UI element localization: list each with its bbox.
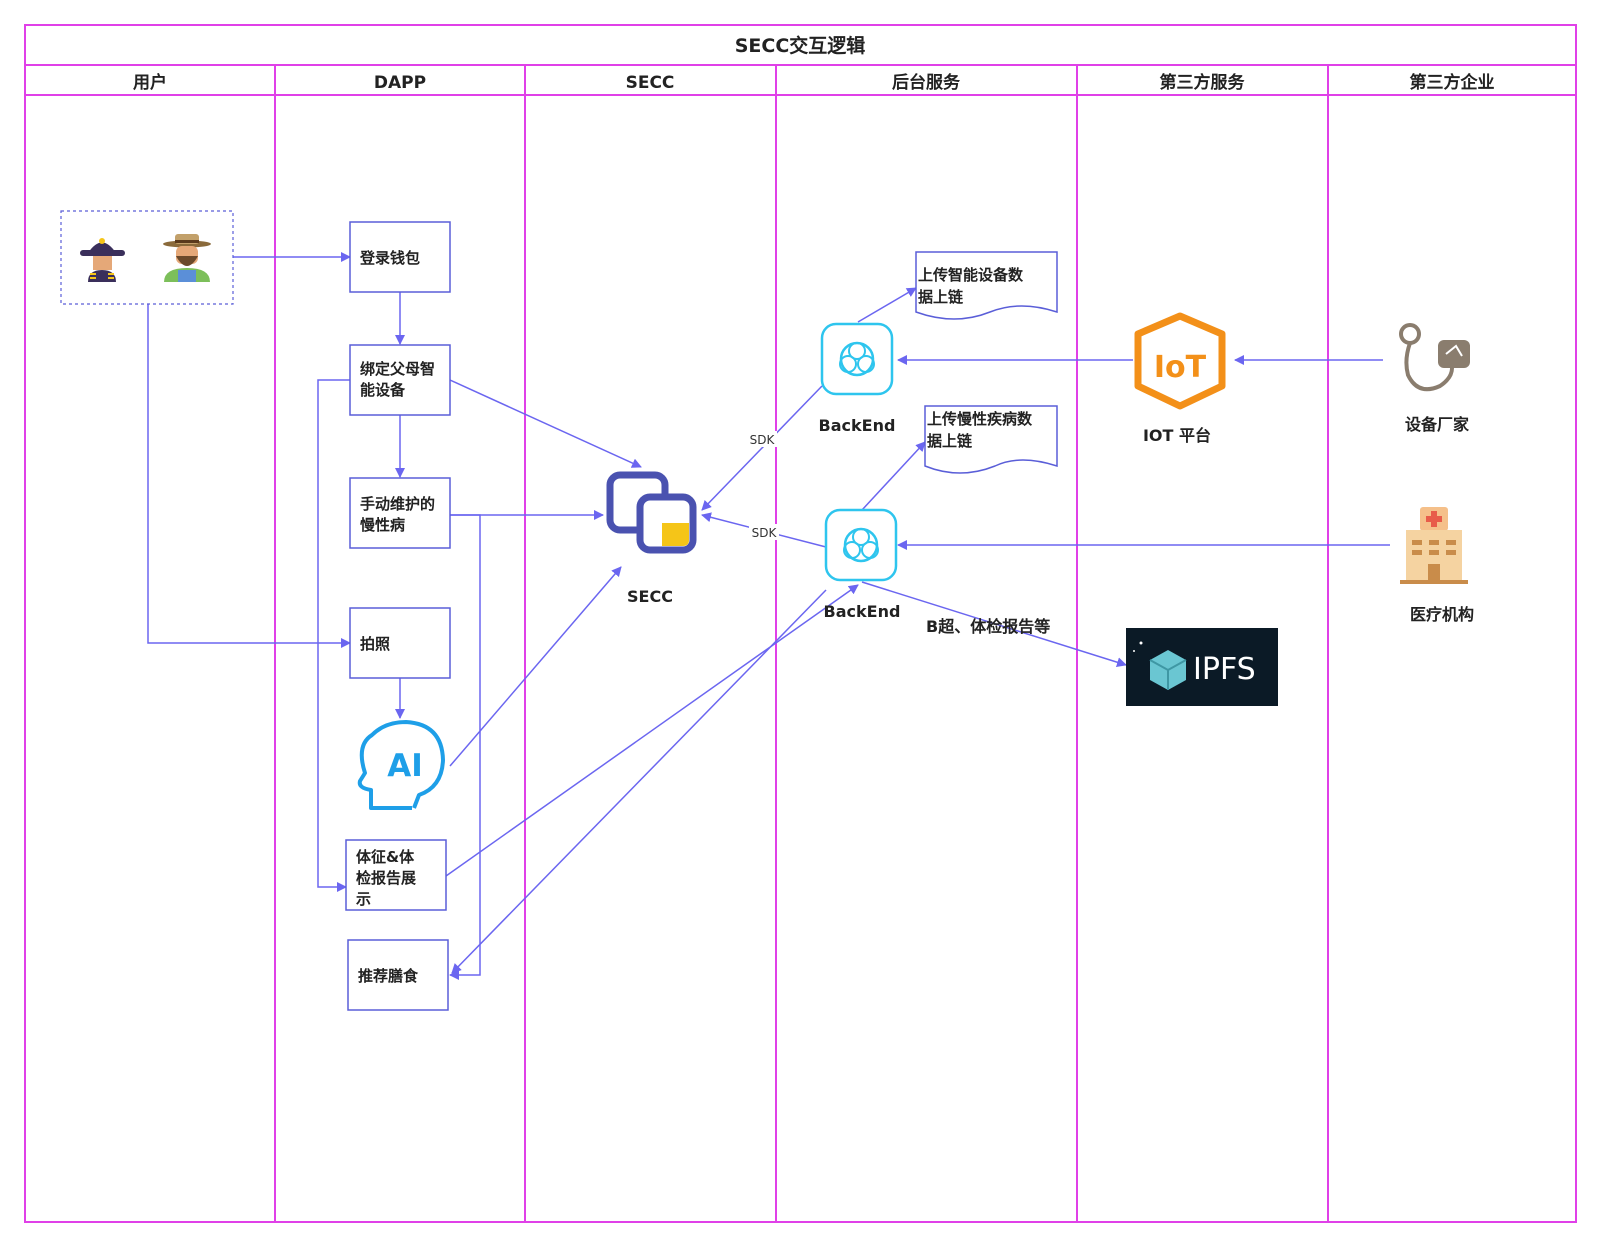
edge-manual-to-diet [449, 514, 481, 980]
svg-text:上传慢性疾病数: 上传慢性疾病数 [927, 410, 1033, 428]
lane-header-user: 用户 [133, 72, 167, 93]
edge-users-to-photo [147, 304, 351, 648]
node-bind-devices[interactable]: 绑定父母智 能设备 [349, 344, 451, 416]
svg-text:慢性病: 慢性病 [360, 516, 405, 534]
svg-text:据上链: 据上链 [918, 288, 964, 306]
edge-backend1-to-upload1 [857, 287, 917, 323]
doc-upload-device-data[interactable]: 上传智能设备数 据上链 [915, 251, 1058, 320]
node-manual-chronic[interactable]: 手动维护的 慢性病 [349, 477, 451, 549]
svg-text:示: 示 [356, 890, 371, 908]
iot-logo-icon[interactable]: IoT [1134, 312, 1226, 410]
svg-text:检报告展: 检报告展 [356, 869, 416, 887]
svg-text:推荐膳食: 推荐膳食 [358, 967, 419, 985]
svg-text:绑定父母智: 绑定父母智 [360, 360, 435, 378]
cloud-backend-icon[interactable] [820, 322, 894, 396]
device-maker-label: 设备厂家 [1405, 415, 1470, 434]
edge-backend2-to-ipfs [861, 581, 1127, 668]
node-recommended-diet[interactable]: 推荐膳食 [347, 939, 449, 1011]
lane-header-third-party-service: 第三方服务 [1160, 72, 1246, 93]
edge-backend2-to-diet [451, 589, 827, 974]
edge-bind-to-report [317, 379, 350, 892]
ai-head-icon[interactable]: AI [357, 720, 445, 810]
svg-text:IoT: IoT [1154, 350, 1207, 385]
backend-label: BackEnd [824, 602, 901, 621]
connectors [147, 252, 1390, 980]
sdk-label-bg [747, 431, 777, 447]
iot-platform-label: IOT 平台 [1143, 426, 1211, 445]
svg-text:AI: AI [387, 748, 423, 784]
svg-text:上传智能设备数: 上传智能设备数 [918, 266, 1024, 284]
cloud-backend-icon[interactable] [824, 508, 898, 582]
swimlane-frame [24, 24, 1577, 1223]
node-vitals-report[interactable]: 体征&体 检报告展 示 [345, 839, 447, 911]
node-photo[interactable]: 拍照 [349, 607, 451, 679]
lane-header-secc: SECC [626, 73, 675, 93]
edge-report-to-backend2 [445, 584, 859, 877]
svg-text:登录钱包: 登录钱包 [359, 249, 420, 267]
secc-label: SECC [627, 587, 673, 606]
edge-bind-to-secc [449, 379, 642, 468]
user-group[interactable] [60, 210, 234, 305]
ipfs-logo-icon[interactable]: IPFS [1126, 628, 1278, 706]
farmer-avatar-icon [163, 234, 211, 282]
lane-header-dapp: DAPP [374, 73, 426, 93]
svg-text:拍照: 拍照 [360, 635, 390, 653]
lane-header-backend-service: 后台服务 [892, 72, 961, 93]
edge-ai-to-secc [449, 566, 622, 767]
hospital-label: 医疗机构 [1410, 605, 1474, 624]
node-login-wallet[interactable]: 登录钱包 [349, 221, 451, 293]
diagram-title: SECC交互逻辑 [735, 34, 866, 57]
ipfs-edge-label: B超、体检报告等 [926, 617, 1050, 636]
sdk-label: SDK [750, 433, 776, 447]
hospital-icon[interactable] [1400, 507, 1468, 584]
sdk-label-bg [749, 524, 779, 540]
doc-upload-chronic-data[interactable]: 上传慢性疾病数 据上链 [924, 405, 1058, 474]
svg-text:据上链: 据上链 [927, 432, 973, 450]
lane-header-third-party-enterprise: 第三方企业 [1410, 72, 1495, 93]
svg-text:体征&体: 体征&体 [356, 848, 415, 866]
stethoscope-icon[interactable] [1399, 323, 1470, 392]
svg-text:IPFS: IPFS [1193, 652, 1256, 687]
svg-text:手动维护的: 手动维护的 [360, 495, 435, 513]
svg-text:能设备: 能设备 [360, 381, 406, 399]
backend-label: BackEnd [819, 416, 896, 435]
sdk-label: SDK [752, 526, 778, 540]
edge-backend1-to-secc [701, 385, 823, 511]
firefighter-avatar-icon [80, 238, 125, 282]
secc-logo-icon[interactable] [606, 471, 697, 554]
edge-backend2-to-upload2 [861, 441, 926, 511]
